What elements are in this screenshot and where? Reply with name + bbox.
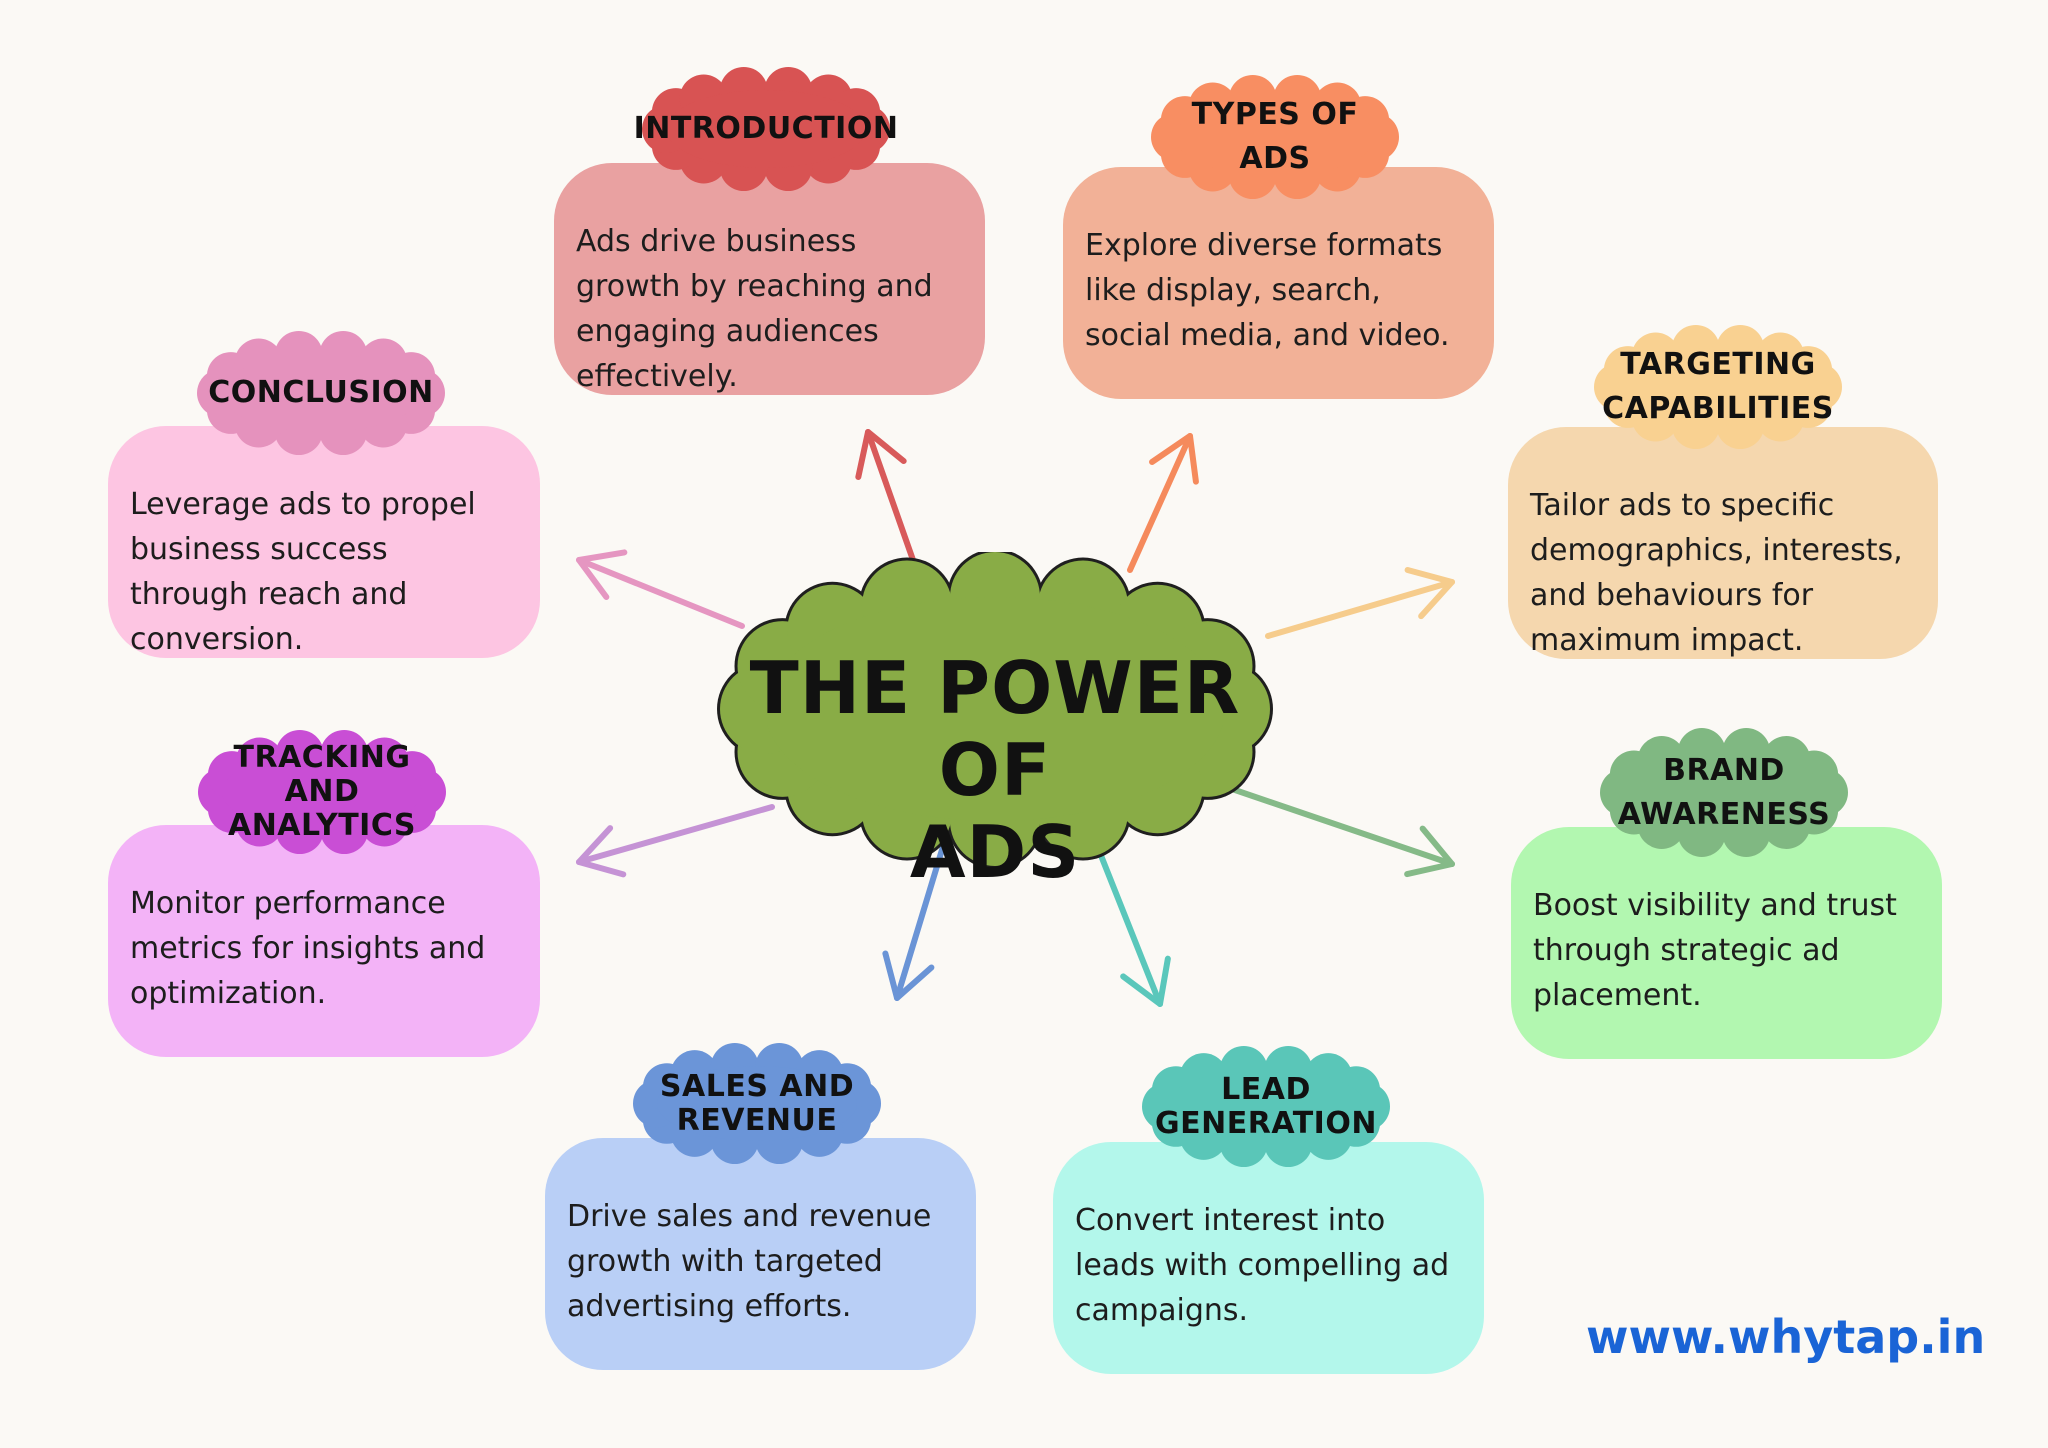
tag-introduction: INTRODUCTION xyxy=(633,64,899,194)
card-conclusion: Leverage ads to propel business success … xyxy=(108,426,540,658)
arrow-introduction xyxy=(865,429,916,563)
arrowhead-brand xyxy=(1404,825,1455,878)
card-introduction-text: Ads drive business growth by reaching an… xyxy=(576,224,933,394)
tag-lead-generation-cloud xyxy=(1142,1045,1390,1168)
tag-sales-revenue-label: SALES AND REVENUE xyxy=(659,1068,855,1138)
tag-types-of-ads-cloud xyxy=(1151,74,1399,200)
tag-targeting: TARGETING CAPABILITIES xyxy=(1588,322,1848,452)
card-brand-awareness-text: Boost visibility and trust through strat… xyxy=(1533,888,1897,1013)
arrow-targeting xyxy=(1265,579,1455,639)
card-types-of-ads-text: Explore diverse formats like display, se… xyxy=(1085,228,1450,353)
tag-sales-revenue-cloud xyxy=(633,1042,881,1165)
tag-types-of-ads: TYPES OF ADS xyxy=(1145,72,1405,202)
arrowhead-tracking xyxy=(576,825,627,878)
card-lead-generation-text: Convert interest into leads with compell… xyxy=(1075,1203,1450,1328)
card-tracking-analytics-text: Monitor performance metrics for insights… xyxy=(130,886,486,1011)
tag-sales-revenue: SALES AND REVENUE xyxy=(627,1040,887,1167)
card-sales-revenue: Drive sales and revenue growth with targ… xyxy=(545,1138,976,1370)
website-link[interactable]: www.whytap.in xyxy=(1586,1310,1986,1364)
tag-tracking-analytics: TRACKING AND ANALYTICS xyxy=(192,727,452,857)
tag-lead-generation: LEAD GENERATION xyxy=(1136,1043,1396,1170)
card-types-of-ads: Explore diverse formats like display, se… xyxy=(1063,167,1494,399)
arrow-tracking xyxy=(576,804,775,865)
arrowhead-types xyxy=(1149,433,1199,485)
card-sales-revenue-text: Drive sales and revenue growth with targ… xyxy=(567,1199,932,1324)
tag-introduction-cloud xyxy=(642,66,890,192)
tag-conclusion-label: CONCLUSION xyxy=(208,375,434,410)
arrow-conclusion xyxy=(576,557,745,629)
arrowhead-targeting xyxy=(1404,566,1455,620)
arrowhead-introduction xyxy=(855,429,907,480)
tag-tracking-analytics-cloud xyxy=(198,729,446,855)
tag-targeting-label: TARGETING CAPABILITIES xyxy=(1602,347,1834,426)
tag-brand-awareness-cloud xyxy=(1600,728,1848,857)
tag-lead-generation-label: LEAD GENERATION xyxy=(1155,1071,1377,1141)
tag-targeting-cloud xyxy=(1594,324,1842,450)
card-targeting: Tailor ads to specific demographics, int… xyxy=(1508,427,1938,659)
center-cloud: THE POWER OF ADS xyxy=(710,552,1280,893)
tag-introduction-label: INTRODUCTION xyxy=(633,111,899,146)
arrow-sales xyxy=(894,827,951,1001)
card-introduction: Ads drive business growth by reaching an… xyxy=(554,163,985,395)
arrowhead-conclusion xyxy=(576,549,628,601)
arrow-lead xyxy=(1097,850,1163,1007)
card-conclusion-text: Leverage ads to propel business success … xyxy=(130,487,476,657)
center-title: THE POWER OF ADS xyxy=(749,646,1241,894)
card-targeting-text: Tailor ads to specific demographics, int… xyxy=(1530,488,1903,658)
arrowhead-lead xyxy=(1120,955,1171,1007)
card-lead-generation: Convert interest into leads with compell… xyxy=(1053,1142,1484,1374)
card-tracking-analytics: Monitor performance metrics for insights… xyxy=(108,825,540,1057)
arrow-types xyxy=(1127,433,1193,573)
tag-tracking-analytics-label: TRACKING AND ANALYTICS xyxy=(227,740,416,843)
tag-brand-awareness-label: BRAND AWARENESS xyxy=(1617,752,1831,832)
tag-types-of-ads-label: TYPES OF ADS xyxy=(1191,97,1359,176)
center-cloud-shape xyxy=(717,552,1273,867)
tag-conclusion: CONCLUSION xyxy=(191,328,451,458)
tag-brand-awareness: BRAND AWARENESS xyxy=(1594,725,1854,860)
arrowhead-sales xyxy=(882,950,935,1001)
arrow-brand xyxy=(1229,786,1455,867)
tag-conclusion-cloud xyxy=(197,330,445,456)
card-brand-awareness: Boost visibility and trust through strat… xyxy=(1511,827,1942,1059)
